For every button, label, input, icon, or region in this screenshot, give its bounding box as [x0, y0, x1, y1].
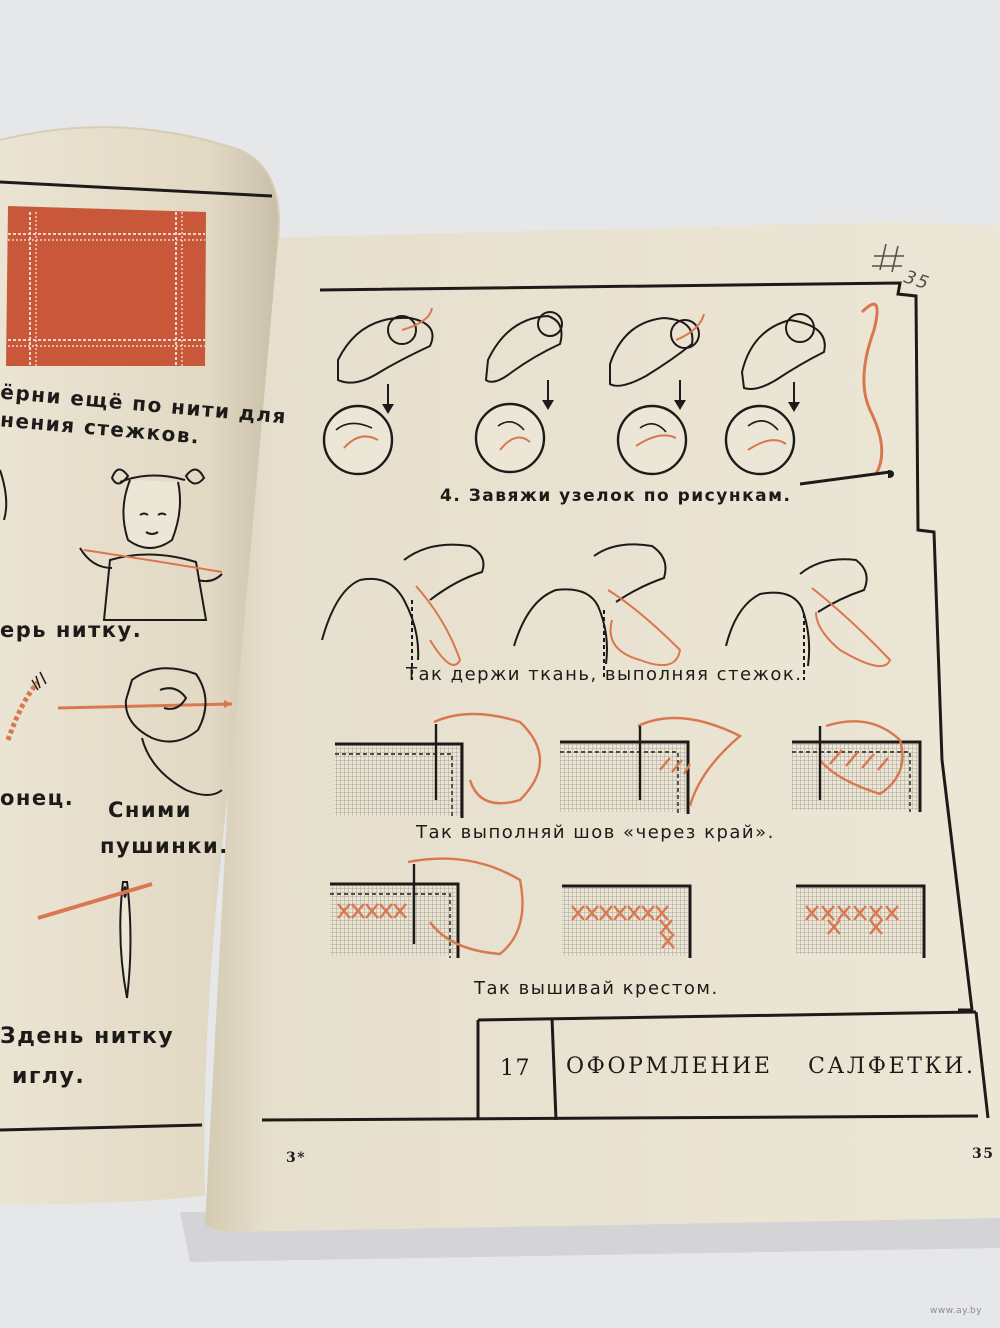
caption-remove-2: пушинки.: [100, 834, 229, 858]
caption-remove-1: Сними: [108, 798, 193, 822]
caption-thread-1: Здень нитку: [0, 1024, 175, 1049]
sewing-hand-icons: [321, 543, 868, 680]
napkin-swatch: [6, 206, 206, 366]
right-page: [205, 222, 1000, 1232]
handwritten-mark: [872, 243, 904, 273]
page-number: 35: [972, 1146, 995, 1162]
watermark: www.ay.by: [930, 1306, 983, 1316]
lesson-title: ОФОРМЛЕНИЕ САЛФЕТКИ.: [566, 1054, 976, 1079]
knot-hand-icons: [337, 311, 826, 390]
caption-overcast: Так выполняй шов «через край».: [416, 822, 775, 843]
fabric-grid-icons: [335, 740, 922, 818]
caption-knot: 4. Завяжи узелок по рисункам.: [440, 486, 792, 506]
left-page-mark: 3*: [286, 1150, 307, 1166]
girl-figure-icon: [79, 468, 223, 621]
cross-stitch-icons: [330, 882, 926, 958]
caption-hold: Так держи ткань, выполняя стежок.: [406, 664, 803, 685]
caption-cross: Так вышивай крестом.: [474, 978, 719, 999]
caption-end: онец.: [0, 786, 75, 810]
hand-pinch-icon: [124, 667, 223, 796]
page-frame: [261, 281, 990, 1122]
thread-loop-icons: [322, 402, 796, 476]
needle-icon: [119, 881, 132, 999]
lesson-number: 17: [500, 1056, 531, 1081]
caption-measure: ерь нитку.: [0, 618, 143, 642]
caption-thread-2: иглу.: [12, 1064, 86, 1089]
left-page: [0, 127, 279, 1206]
